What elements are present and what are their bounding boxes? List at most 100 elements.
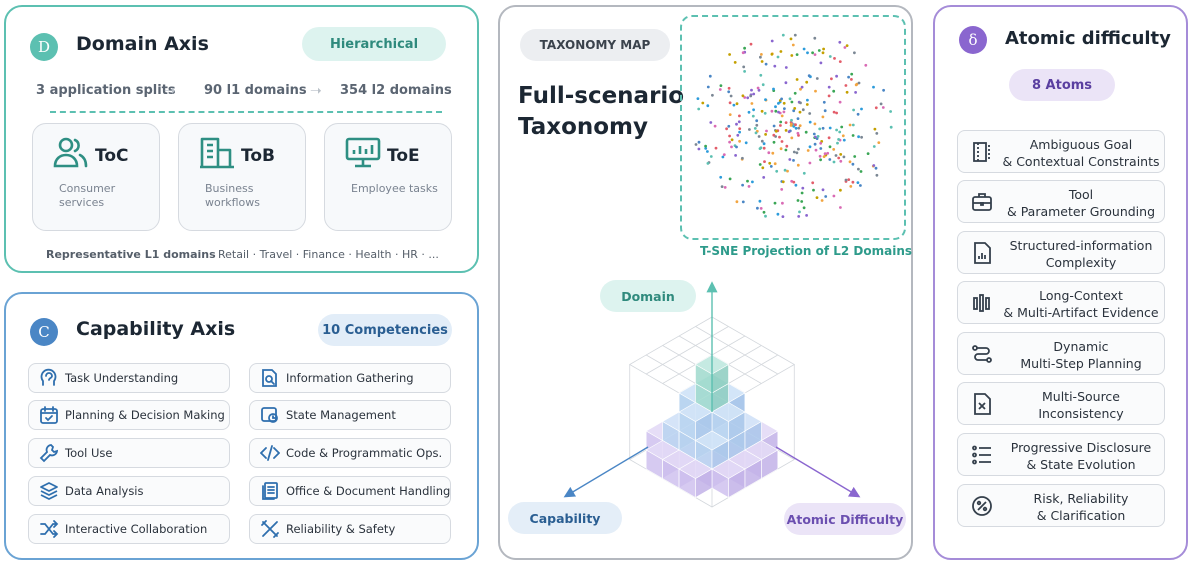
tsne-point xyxy=(819,147,823,150)
tsne-point xyxy=(706,162,710,165)
tsne-point xyxy=(746,96,750,100)
tsne-point xyxy=(784,129,788,132)
tsne-point xyxy=(797,215,801,218)
tsne-point xyxy=(735,122,738,126)
tsne-point xyxy=(814,148,818,152)
tsne-point xyxy=(859,170,863,173)
tsne-point xyxy=(786,169,789,173)
tsne-point xyxy=(819,158,822,162)
atom-card: Risk, Reliability& Clarification xyxy=(957,484,1165,527)
tsne-point xyxy=(782,101,786,105)
tsne-point xyxy=(728,177,732,181)
tsne-point xyxy=(874,106,878,110)
tsne-point xyxy=(748,128,751,131)
atom-card: Ambiguous Goal& Contextual Constraints xyxy=(957,130,1165,173)
tsne-point xyxy=(778,135,781,139)
tsne-point xyxy=(711,93,714,97)
tsne-point xyxy=(795,53,799,56)
tsne-point xyxy=(779,50,783,53)
tsne-point xyxy=(706,150,709,153)
documents-icon xyxy=(262,482,278,500)
monitor-chart-icon xyxy=(345,137,381,168)
tsne-point xyxy=(782,110,786,114)
tsne-point xyxy=(773,201,777,205)
tsne-point xyxy=(792,159,795,162)
tsne-point xyxy=(759,73,763,77)
tsne-point xyxy=(772,87,775,91)
tsne-point xyxy=(738,130,741,134)
tsne-point xyxy=(818,154,822,158)
tsne-point xyxy=(827,136,831,140)
document-chart-icon xyxy=(974,242,991,264)
tsne-point xyxy=(835,74,838,78)
dashed-divider xyxy=(50,111,442,113)
tsne-point xyxy=(795,78,799,81)
competency-task-understanding: Task Understanding xyxy=(28,363,230,393)
shuffle-icon xyxy=(40,520,59,538)
tsne-point xyxy=(821,115,825,119)
tsne-point xyxy=(848,160,852,164)
tsne-point xyxy=(719,175,723,179)
users-icon xyxy=(53,137,88,168)
tsne-point xyxy=(790,118,793,122)
tsne-point xyxy=(792,180,796,184)
tsne-point xyxy=(837,138,840,141)
tsne-point xyxy=(813,122,817,126)
tsne-point xyxy=(854,91,857,94)
taxonomy-map-panel: TAXONOMY MAP Full-scenario Taxonomy T-SN… xyxy=(498,5,913,560)
tsne-point xyxy=(819,61,823,65)
tsne-point xyxy=(800,85,804,89)
tsne-point xyxy=(850,72,854,76)
tsne-point xyxy=(749,94,753,98)
competency-tool-use: Tool Use xyxy=(28,438,230,468)
domain-axis-title: Domain Axis xyxy=(76,33,209,55)
tsne-point xyxy=(758,163,762,166)
stat-application-splits: 3 application splits xyxy=(36,83,176,98)
tsne-point xyxy=(794,183,798,187)
tsne-point xyxy=(719,84,723,87)
tsne-point xyxy=(853,155,857,158)
tsne-point xyxy=(812,132,816,136)
tsne-point xyxy=(790,100,794,104)
tsne-point xyxy=(709,155,713,158)
tsne-point xyxy=(770,109,774,113)
tsne-point xyxy=(798,210,801,214)
tsne-point xyxy=(828,126,832,130)
tsne-point xyxy=(860,107,863,111)
tsne-point xyxy=(771,151,775,155)
split-card-toe: ToE Employee tasks xyxy=(324,123,452,231)
tsne-caption: T-SNE Projection of L2 Domains xyxy=(700,244,913,258)
tsne-point xyxy=(847,75,850,79)
tsne-point xyxy=(780,114,784,118)
calendar-check-icon xyxy=(40,406,58,424)
tsne-point xyxy=(815,196,819,200)
tsne-point xyxy=(751,114,755,118)
tsne-point xyxy=(738,127,742,130)
split-name: ToE xyxy=(387,146,420,166)
tsne-point xyxy=(792,109,796,113)
tsne-point xyxy=(806,51,809,55)
tsne-point xyxy=(797,147,800,151)
tsne-point xyxy=(704,144,707,148)
tsne-point xyxy=(784,121,788,124)
wrench-icon xyxy=(39,444,59,463)
tsne-point xyxy=(842,155,846,159)
tsne-point xyxy=(851,123,855,127)
arrow-icon: ➝ xyxy=(164,83,176,99)
split-desc: Employee tasks xyxy=(351,182,438,195)
split-card-toc: ToC Consumer services xyxy=(32,123,160,231)
tsne-point xyxy=(733,61,737,64)
tsne-point xyxy=(821,188,825,192)
tsne-point xyxy=(697,147,701,151)
tsne-point xyxy=(762,210,766,214)
tsne-point xyxy=(756,206,759,210)
tsne-point xyxy=(799,101,802,105)
tsne-point xyxy=(818,127,822,131)
tsne-point xyxy=(798,124,802,127)
tsne-point xyxy=(800,200,804,203)
tsne-point xyxy=(873,127,877,131)
percent-circle-icon xyxy=(972,496,992,516)
tsne-point xyxy=(760,109,764,113)
tsne-point xyxy=(772,124,776,128)
tsne-point xyxy=(813,142,817,146)
